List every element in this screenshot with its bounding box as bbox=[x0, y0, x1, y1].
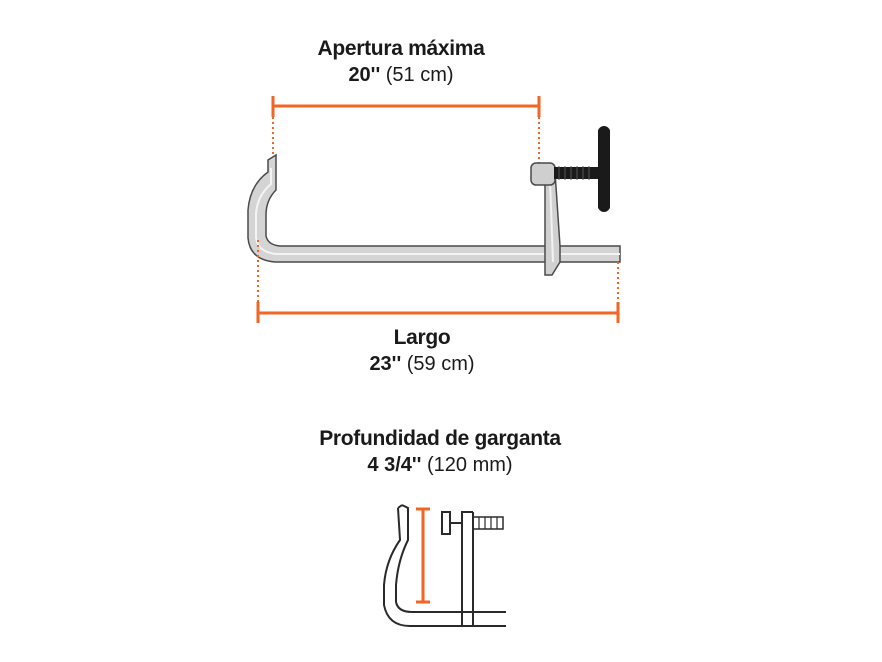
length-value-line: 23'' (59 cm) bbox=[322, 351, 522, 377]
length-metric: (59 cm) bbox=[406, 353, 475, 375]
length-dimension bbox=[256, 240, 620, 323]
depth-metric: (120 mm) bbox=[426, 454, 513, 476]
length-value: 23'' bbox=[369, 353, 402, 375]
opening-value: 20'' bbox=[348, 64, 381, 86]
length-title: Largo bbox=[393, 326, 451, 349]
screw-icon bbox=[554, 126, 610, 212]
length-label: Largo 23'' (59 cm) bbox=[322, 325, 522, 377]
opening-label: Apertura máxima 20'' (51 cm) bbox=[286, 36, 516, 88]
depth-title: Profundidad de garganta bbox=[319, 427, 561, 450]
depth-value: 4 3/4'' bbox=[367, 454, 422, 476]
bar-clamp-illustration bbox=[247, 126, 621, 276]
depth-value-line: 4 3/4'' (120 mm) bbox=[300, 452, 580, 478]
opening-dimension bbox=[271, 96, 541, 165]
throat-depth-detail bbox=[383, 504, 506, 627]
opening-value-line: 20'' (51 cm) bbox=[286, 62, 516, 88]
opening-metric: (51 cm) bbox=[385, 64, 454, 86]
depth-label: Profundidad de garganta 4 3/4'' (120 mm) bbox=[300, 426, 580, 478]
opening-title: Apertura máxima bbox=[317, 37, 485, 60]
